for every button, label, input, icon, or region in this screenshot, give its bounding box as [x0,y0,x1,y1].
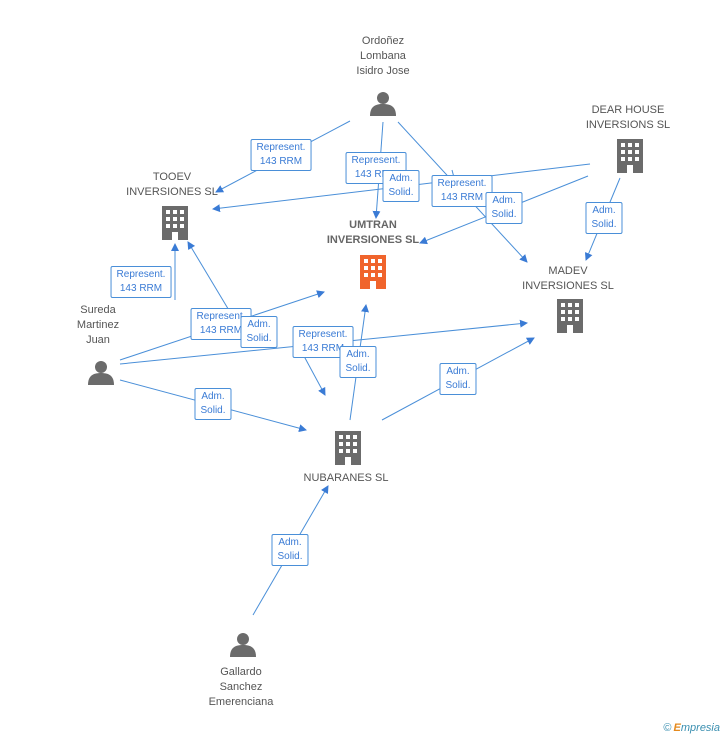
edge-label-line: Represent. [437,178,487,189]
node-label-line: UMTRAN [349,219,397,231]
node-label-line: NUBARANES SL [303,472,389,484]
node-label-umtran[interactable]: UMTRAN INVERSIONES SL [327,218,419,248]
node-label-line: MADEV [548,265,588,277]
edge-label-represent: Represent. 143 RRM [292,326,354,358]
edge-label-line: Adm. [492,195,516,206]
edge-label-line: 143 RRM [119,283,163,294]
node-label-line: Sureda [80,304,116,316]
edge-label-line: Solid. [246,333,272,344]
edge-label-adm-solid: Adm. Solid. [271,534,309,566]
brand-initial: E [673,722,681,734]
edge-label-represent: Represent. 143 RRM [110,266,172,298]
edge-label-line: 143 RRM [259,156,303,167]
edge-label-represent: Represent. 143 RRM [431,175,493,207]
node-label-line: INVERSIONES SL [522,280,614,292]
node-label-line: Martinez [76,319,120,331]
edge-label-adm-solid: Adm. Solid. [439,363,477,395]
node-label-line: DEAR HOUSE [591,104,665,116]
copyright-icon: © [663,722,672,734]
edge-label-line: Adm. [592,205,616,216]
node-label-line: Ordoñez [361,35,405,47]
edge-label-line: Solid. [445,380,471,391]
node-label-line: Lombana [360,50,406,62]
edge-label-adm-solid: Adm. Solid. [382,170,420,202]
footer-brand[interactable]: ©Empresia [663,722,720,734]
edge-label-adm-solid: Adm. Solid. [485,192,523,224]
edge-label-adm-solid: Adm. Solid. [240,316,278,348]
node-label-dearhouse[interactable]: DEAR HOUSE INVERSIONS SL [586,103,670,133]
node-label-line: INVERSIONS SL [585,119,671,131]
edge-label-line: Solid. [591,219,617,230]
edge-label-line: 143 RRM [440,192,484,203]
node-label-nubaranes[interactable]: NUBARANES SL [304,471,389,486]
brand-name: mpresia [680,722,720,734]
edge-label-line: Solid. [345,363,371,374]
edge-label-line: Represent. [196,311,246,322]
edge-label-line: Adm. [389,173,413,184]
node-label-line: Sanchez [219,681,263,693]
edge-label-line: Solid. [491,209,517,220]
node-label-tooev[interactable]: TOOEV INVERSIONES SL [126,170,218,200]
node-label-line: INVERSIONES SL [126,186,218,198]
edge-label-line: Adm. [201,391,225,402]
edge-label-line: 143 RRM [301,343,345,354]
node-label-line: Gallardo [220,666,262,678]
node-label-madev[interactable]: MADEV INVERSIONES SL [522,264,614,294]
edge-label-adm-solid: Adm. Solid. [194,388,232,420]
edge-label-line: Solid. [277,551,303,562]
edge-label-line: Adm. [278,537,302,548]
edge-label-line: Represent. [298,329,348,340]
node-label-line: Juan [86,334,110,346]
node-label-line: Isidro Jose [356,65,410,77]
edge-label-line: Represent. [351,155,401,166]
edge-label-line: Solid. [388,187,414,198]
edge-label-line: Solid. [200,405,226,416]
edge-label-adm-solid: Adm. Solid. [339,346,377,378]
node-label-line: TOOEV [152,171,192,183]
edge-label-represent: Represent. 143 RRM [250,139,312,171]
edge-label-line: 143 RRM [199,325,243,336]
edge-label-adm-solid: Adm. Solid. [585,202,623,234]
edge-label-line: Represent. [256,142,306,153]
edge-label-line: Represent. [116,269,166,280]
edge-label-line: Adm. [346,349,370,360]
node-label-line: INVERSIONES SL [326,234,420,246]
edge-label-line: Adm. [247,319,271,330]
edge-label-line: Adm. [446,366,470,377]
node-label-line: Emerenciana [208,696,274,708]
edge-label-line: 143 RRM [354,169,398,180]
